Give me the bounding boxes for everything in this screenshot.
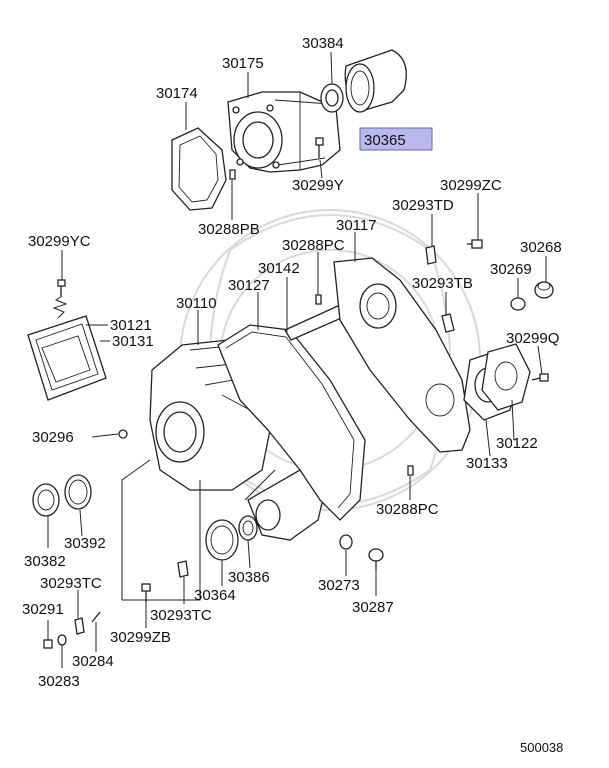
case-gasket-30127[interactable] <box>217 324 366 521</box>
label-30283[interactable]: 30283 <box>38 673 80 690</box>
label-30174[interactable]: 30174 <box>156 85 198 102</box>
drive-chain-30142[interactable] <box>284 304 347 341</box>
bolt-30299ZC[interactable] <box>467 239 483 249</box>
clip-30293TC-mid[interactable] <box>177 560 189 578</box>
nut-30291[interactable] <box>43 639 53 649</box>
clip-30293TC-left[interactable] <box>74 617 85 635</box>
label-30284[interactable]: 30284 <box>72 653 114 670</box>
bolt-30299Q[interactable] <box>531 373 549 382</box>
clip-30293TD[interactable] <box>425 245 437 265</box>
oil-seal-30364[interactable] <box>205 519 239 561</box>
label-30127[interactable]: 30127 <box>228 277 270 294</box>
cover-plate-30121[interactable] <box>27 315 107 401</box>
pin-30288PC-top[interactable] <box>315 294 322 305</box>
plug-30268[interactable] <box>534 281 554 299</box>
clip-30293TB[interactable] <box>441 313 455 333</box>
plug-30296[interactable] <box>118 429 128 439</box>
pin-30288PC-bottom[interactable] <box>407 465 414 476</box>
label-30365[interactable]: 30365 <box>364 132 406 149</box>
label-30299Q[interactable]: 30299Q <box>506 330 559 347</box>
label-30288PB[interactable]: 30288PB <box>198 221 260 238</box>
extension-gasket[interactable] <box>171 127 227 211</box>
label-30122[interactable]: 30122 <box>496 435 538 452</box>
label-30296[interactable]: 30296 <box>32 429 74 446</box>
label-30287[interactable]: 30287 <box>352 599 394 616</box>
highlight-30365 <box>359 127 433 151</box>
label-30299YC[interactable]: 30299YC <box>28 233 91 250</box>
oil-seal-30382[interactable] <box>32 483 60 517</box>
extension-housing[interactable] <box>227 91 341 173</box>
o-ring-30386[interactable] <box>238 515 258 541</box>
label-30291[interactable]: 30291 <box>22 601 64 618</box>
label-30293TC-mid[interactable]: 30293TC <box>150 607 212 624</box>
label-30299Y[interactable]: 30299Y <box>292 177 344 194</box>
oil-seal-30384[interactable] <box>320 83 344 113</box>
label-30288PC-bottom[interactable]: 30288PC <box>376 501 439 518</box>
label-30110[interactable]: 30110 <box>176 295 217 312</box>
label-30293TC-left[interactable]: 30293TC <box>40 575 102 592</box>
case-gasket-inner <box>225 331 355 509</box>
label-30117[interactable]: 30117 <box>336 217 377 234</box>
label-30293TB[interactable]: 30293TB <box>412 275 473 292</box>
part-labels: 30384 30175 30174 30365 30299Y 30288PB 3… <box>22 35 562 690</box>
label-30382[interactable]: 30382 <box>24 553 66 570</box>
label-30386[interactable]: 30386 <box>228 569 270 586</box>
bolt-30299Y[interactable] <box>315 137 324 158</box>
label-30392[interactable]: 30392 <box>64 535 106 552</box>
label-30299ZB[interactable]: 30299ZB <box>110 629 171 646</box>
diagram-code: 500038 <box>520 740 563 755</box>
plug-30287[interactable] <box>368 548 384 570</box>
washer-30273[interactable] <box>339 534 353 550</box>
side-gasket-30122[interactable] <box>481 343 531 411</box>
stud-30284[interactable] <box>91 611 101 623</box>
dust-cover-30365[interactable] <box>344 49 407 113</box>
label-30364[interactable]: 30364 <box>194 587 236 604</box>
label-30268[interactable]: 30268 <box>520 239 562 256</box>
label-30121[interactable]: 30121 <box>110 317 152 334</box>
label-30288PC-top[interactable]: 30288PC <box>282 237 345 254</box>
washer-30269[interactable] <box>510 297 526 311</box>
label-30142[interactable]: 30142 <box>258 260 300 277</box>
label-30384[interactable]: 30384 <box>302 35 344 52</box>
label-30133[interactable]: 30133 <box>466 455 508 472</box>
label-30269[interactable]: 30269 <box>490 261 532 278</box>
label-30273[interactable]: 30273 <box>318 577 360 594</box>
bolt-30299ZB[interactable] <box>141 583 151 602</box>
washer-30283[interactable] <box>57 634 67 646</box>
label-30293TD[interactable]: 30293TD <box>392 197 454 214</box>
label-30131[interactable]: 30131 <box>112 333 154 350</box>
pin-30288PB[interactable] <box>229 169 236 180</box>
rear-cover-30117[interactable] <box>333 257 471 453</box>
o-ring-30392[interactable] <box>64 474 92 510</box>
label-30299ZC[interactable]: 30299ZC <box>440 177 502 194</box>
label-30175[interactable]: 30175 <box>222 55 264 72</box>
leader-lines <box>47 51 547 668</box>
bolt-30299YC[interactable] <box>57 279 66 296</box>
